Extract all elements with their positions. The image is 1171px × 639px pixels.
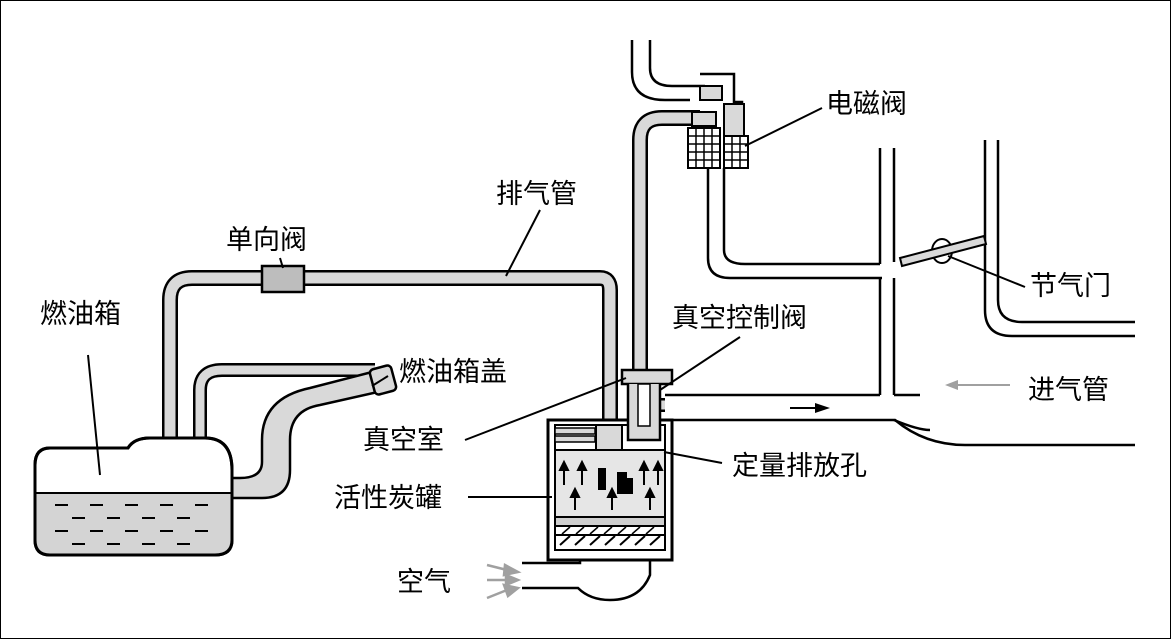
label-vacuum-chamber: 真空室 <box>363 425 444 456</box>
label-throttle: 节气门 <box>1030 271 1111 302</box>
label-fuel-cap: 燃油箱盖 <box>399 357 507 388</box>
check-valve <box>260 264 306 294</box>
label-check-valve: 单向阀 <box>226 225 307 256</box>
air-inlet-arrows <box>486 563 522 600</box>
leader-lines <box>87 107 1026 498</box>
label-air: 空气 <box>397 567 451 598</box>
label-vacuum-control-valve: 真空控制阀 <box>672 303 807 334</box>
solenoid-coil <box>687 127 749 169</box>
solenoid-valve <box>687 72 749 169</box>
label-vent-pipe: 排气管 <box>496 179 577 210</box>
label-charcoal-canister: 活性炭罐 <box>334 483 442 514</box>
filler-neck <box>230 364 398 500</box>
label-fuel-tank: 燃油箱 <box>40 299 121 330</box>
throttle-plate <box>898 234 988 268</box>
label-solenoid-valve: 电磁阀 <box>826 89 907 120</box>
charcoal-canister <box>522 418 674 602</box>
label-metering-orifice: 定量排放孔 <box>732 451 867 482</box>
vacuum-control-valve <box>620 368 674 442</box>
intake-manifold <box>630 40 1135 447</box>
fuel-tank <box>33 436 234 557</box>
pipe-network <box>134 110 700 475</box>
label-intake-pipe: 进气管 <box>1028 375 1109 406</box>
purge-flow-arrow <box>790 403 830 413</box>
intake-air-arrow <box>945 380 1010 390</box>
